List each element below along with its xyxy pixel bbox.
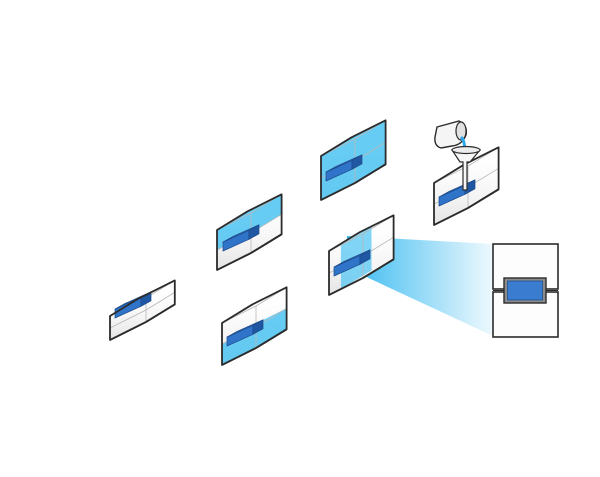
mold-bottom-edge <box>216 233 283 271</box>
mold-shade <box>110 280 175 340</box>
mold-bottom-edge <box>433 188 500 226</box>
part-side <box>351 154 363 170</box>
section-plane-mold <box>328 214 395 296</box>
bottom-filled-mold <box>221 286 288 366</box>
empty-mold <box>109 279 176 341</box>
part-side <box>359 249 371 265</box>
section-part <box>507 280 543 301</box>
part-side <box>248 224 260 240</box>
mold-bottom-edge <box>328 258 395 296</box>
mold-bottom-edge <box>109 303 176 341</box>
ladle-mouth <box>455 121 467 141</box>
liquid-fill <box>222 308 287 365</box>
funnel-rim <box>451 145 481 155</box>
fully-filled-mold <box>320 119 387 201</box>
part-side <box>252 319 264 335</box>
cross-section-view <box>492 243 559 338</box>
pouring-assembly <box>434 120 482 191</box>
mold-bottom-edge <box>221 328 288 366</box>
mold-bottom-edge <box>320 163 387 201</box>
top-filled-mold <box>216 193 283 271</box>
funnel-icon <box>450 149 482 191</box>
